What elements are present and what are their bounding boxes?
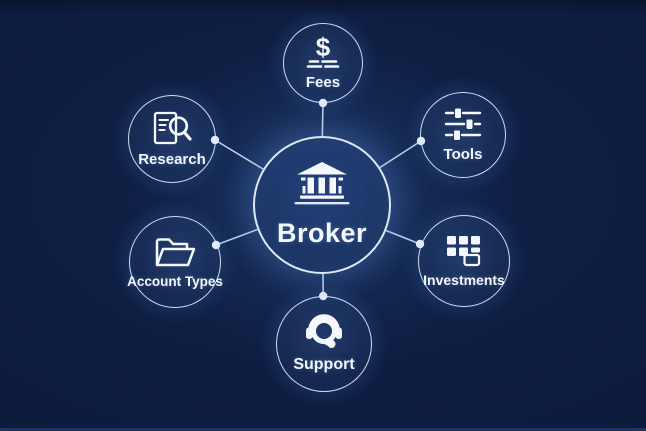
hub-node-broker: Broker <box>253 136 391 274</box>
node-research: Research <box>128 95 216 183</box>
node-label: Fees <box>305 74 341 91</box>
asset-grid-icon <box>447 235 483 268</box>
hub-label: Broker <box>276 218 368 248</box>
node-tools: Tools <box>420 92 506 178</box>
node-label: Support <box>293 356 355 373</box>
svg-text:$: $ <box>316 35 331 62</box>
bank-icon <box>294 162 350 205</box>
node-support: Support <box>276 296 372 392</box>
sliders-icon <box>444 108 482 140</box>
document-search-icon <box>152 111 192 147</box>
node-label: Tools <box>443 146 483 163</box>
top-vignette <box>0 0 646 14</box>
node-label: Research <box>138 150 206 168</box>
node-account-types: Account Types <box>127 216 223 308</box>
bottom-edge-strip <box>0 428 646 431</box>
node-investments: Investments <box>418 215 510 307</box>
node-fees: $ Fees <box>283 23 363 103</box>
headset-icon <box>306 314 342 348</box>
node-label: Investments <box>423 271 505 288</box>
open-folder-icon <box>153 236 197 270</box>
node-label: Account Types <box>127 273 223 289</box>
dollar-fees-icon: $ <box>304 35 342 71</box>
